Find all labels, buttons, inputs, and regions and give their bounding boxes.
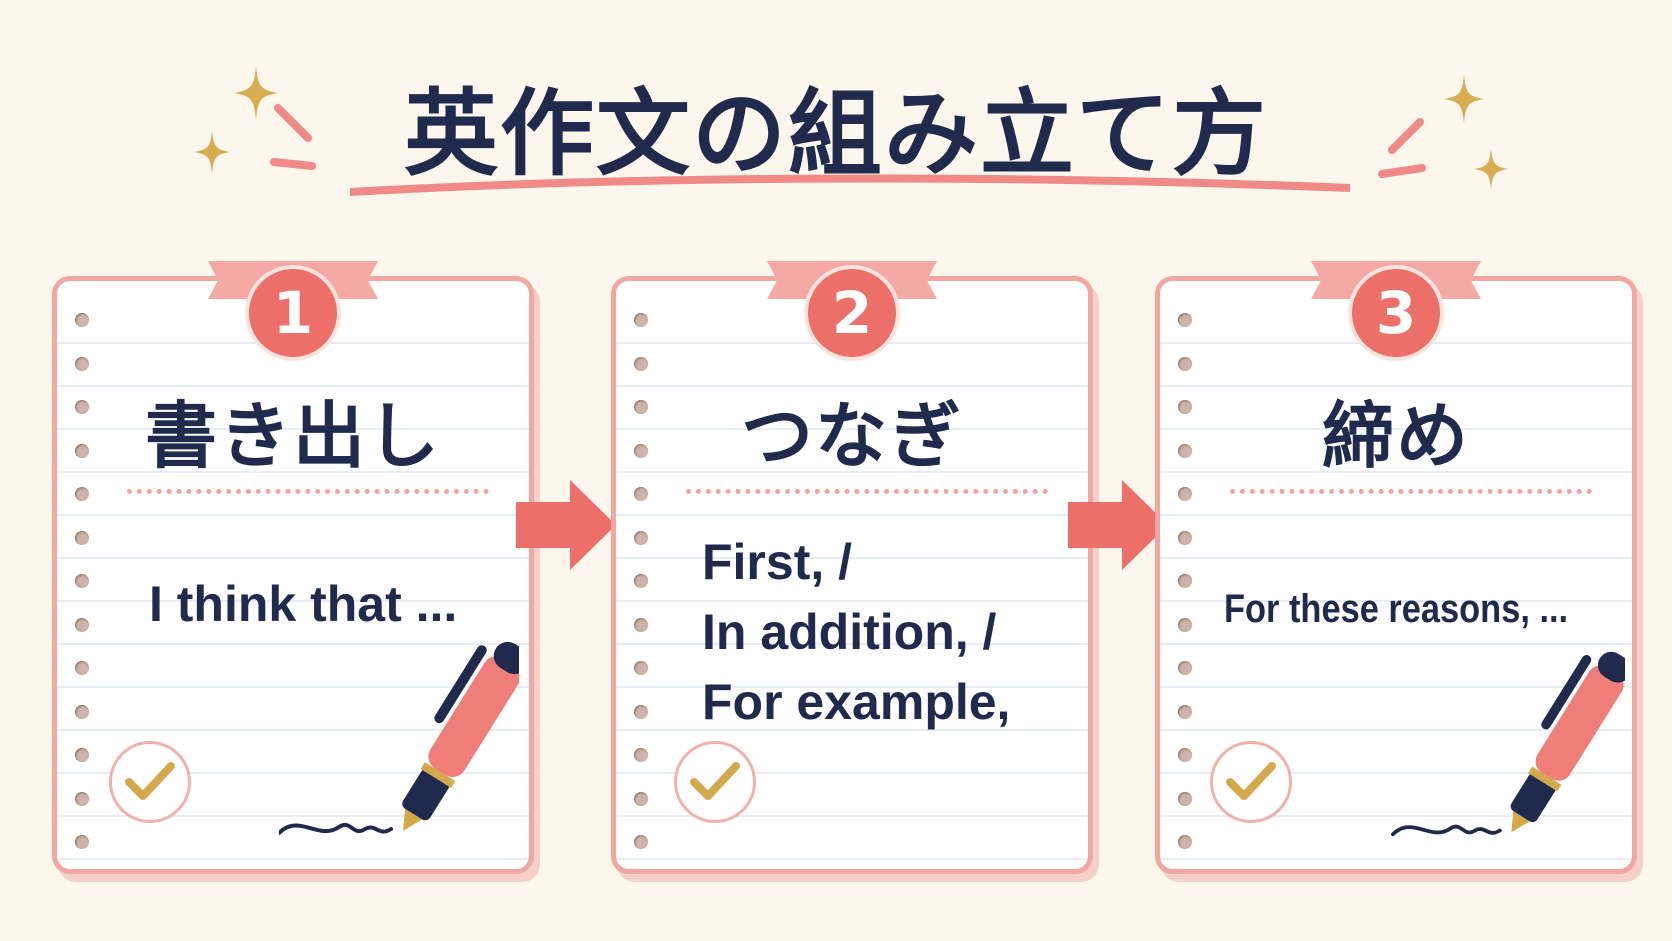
sparkle-icon <box>1444 74 1484 124</box>
step-phrase: For these reasons, ... <box>1224 587 1569 631</box>
burst-lines <box>1378 118 1426 178</box>
check-icon <box>1210 741 1292 823</box>
step-number-badge: 3 <box>1348 265 1444 361</box>
dotted-divider <box>127 489 489 494</box>
dotted-divider <box>1230 489 1592 494</box>
dotted-divider <box>686 489 1048 494</box>
step-phrase: I think that ... <box>149 576 458 632</box>
pen-icon <box>279 641 519 835</box>
binder-holes <box>1178 313 1198 853</box>
step-heading: つなぎ <box>740 394 963 478</box>
step-card-2: 2 つなぎ First, / In addition, / For exampl… <box>611 261 1093 874</box>
sparkle-icon <box>194 130 230 174</box>
step-heading: 締め <box>1321 394 1470 478</box>
step-number-badge: 1 <box>245 265 341 361</box>
step-card-3: 3 締め For these reasons, ... <box>1155 261 1637 874</box>
title-underline <box>350 174 1350 196</box>
step-phrase-line: For example, <box>702 674 1011 730</box>
burst-lines <box>270 104 316 170</box>
binder-holes <box>75 313 95 853</box>
step-card-1: 1 書き出し I think that ... <box>52 261 534 874</box>
page-title: 英作文の組み立て方 <box>403 80 1268 189</box>
arrow-right-icon <box>516 480 616 570</box>
step-heading: 書き出し <box>144 394 441 478</box>
arrow-right-icon <box>1068 480 1168 570</box>
step-phrase-line: In addition, / <box>702 604 997 660</box>
check-icon <box>109 741 191 823</box>
pen-icon <box>1391 651 1625 837</box>
step-phrase-line: First, / <box>702 534 853 590</box>
sparkle-icon <box>1474 148 1508 190</box>
check-icon <box>674 741 756 823</box>
binder-holes <box>634 313 654 853</box>
sparkle-icon <box>234 66 278 120</box>
step-number-badge: 2 <box>804 265 900 361</box>
title-area: 英作文の組み立て方 <box>0 40 1672 210</box>
